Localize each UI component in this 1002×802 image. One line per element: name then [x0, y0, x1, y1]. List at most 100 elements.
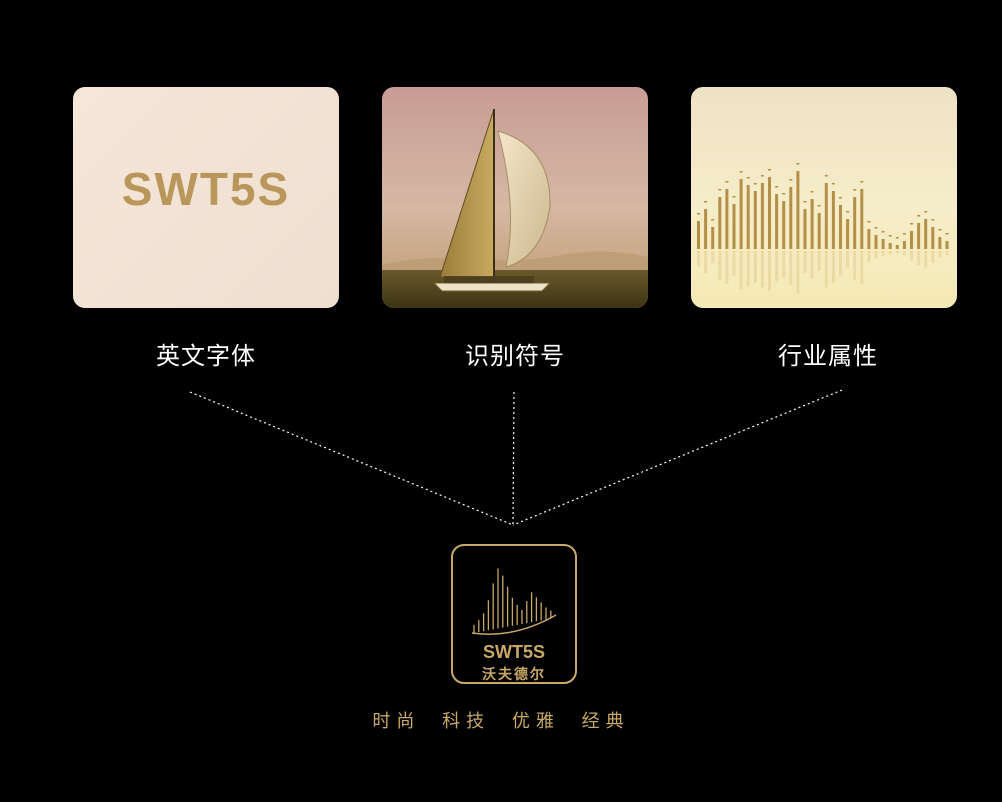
industry-card — [691, 87, 957, 308]
eq-reflection — [895, 251, 899, 254]
eq-peak — [924, 211, 928, 213]
eq-bar — [753, 191, 757, 249]
eq-peak — [704, 201, 708, 203]
swt5s-wordmark: SWT5S — [122, 163, 290, 215]
equalizer-graphic — [697, 163, 949, 294]
tagline-word: 科技 — [442, 711, 491, 732]
tagline-word: 优雅 — [511, 711, 560, 732]
logo-chinese-name: 沃夫德尔 — [482, 666, 546, 683]
eq-bar — [846, 219, 850, 249]
eq-peak — [931, 219, 935, 221]
eq-reflection — [910, 251, 913, 261]
eq-peak — [831, 183, 835, 185]
eq-reflection — [924, 251, 928, 268]
eq-reflection — [739, 251, 743, 290]
english-font-card: SWT5S — [73, 87, 339, 308]
eq-bar — [839, 205, 842, 249]
eq-peak — [768, 169, 771, 171]
eq-bar — [746, 185, 750, 249]
eq-reflection — [711, 251, 715, 264]
tagline-word: 时尚 — [372, 711, 421, 732]
tagline-word: 经典 — [581, 711, 630, 732]
logo-wordmark: SWT5S — [483, 642, 545, 662]
eq-reflection — [917, 251, 921, 266]
eq-peak — [902, 233, 906, 235]
eq-reflection — [888, 251, 892, 255]
eq-peak — [775, 186, 779, 188]
eq-reflection — [860, 251, 864, 284]
eq-bar — [768, 177, 771, 249]
eq-bar — [810, 199, 814, 249]
eq-peak — [910, 223, 913, 225]
eq-reflection — [831, 251, 835, 283]
eq-reflection — [938, 251, 942, 258]
eq-peak — [760, 175, 764, 177]
eq-peak — [881, 231, 885, 233]
eq-bar — [938, 237, 942, 249]
eq-reflection — [867, 251, 871, 262]
caption-industry: 行业属性 — [778, 342, 878, 370]
eq-bar — [867, 229, 871, 249]
eq-bar — [704, 209, 708, 249]
eq-reflection — [760, 251, 764, 288]
eq-reflection — [789, 251, 793, 286]
eq-reflection — [810, 251, 814, 279]
eq-bar — [895, 245, 899, 249]
eq-peak — [697, 213, 700, 215]
tagline: 时尚 科技 优雅 经典 — [0, 707, 1002, 733]
eq-bar — [824, 183, 828, 249]
eq-bar — [902, 241, 906, 249]
caption-english-font: 英文字体 — [156, 342, 256, 370]
eq-bar — [732, 204, 736, 249]
eq-peak — [718, 189, 722, 191]
eq-bar — [860, 189, 864, 249]
eq-peak — [917, 215, 921, 217]
eq-peak — [803, 201, 807, 203]
eq-peak — [867, 221, 871, 223]
brand-logo: SWT5S 沃夫德尔 — [450, 543, 578, 685]
eq-reflection — [796, 251, 800, 294]
eq-peak — [711, 219, 715, 221]
eq-bar — [817, 213, 821, 249]
eq-bar — [725, 189, 729, 249]
eq-peak — [739, 171, 743, 173]
eq-bar — [917, 223, 921, 249]
eq-reflection — [775, 251, 779, 282]
eq-bar — [945, 241, 949, 249]
eq-peak — [725, 181, 729, 183]
eq-peak — [732, 196, 736, 198]
eq-peak — [746, 177, 750, 179]
eq-reflection — [945, 251, 949, 256]
eq-reflection — [853, 251, 857, 280]
eq-bar — [760, 183, 764, 249]
eq-peak — [945, 233, 949, 235]
caption-symbol: 识别符号 — [465, 342, 565, 370]
eq-reflection — [732, 251, 736, 276]
eq-peak — [860, 181, 864, 183]
eq-reflection — [782, 251, 786, 278]
eq-bar — [718, 197, 722, 249]
eq-reflection — [718, 251, 722, 280]
eq-bar — [739, 179, 743, 249]
eq-bar — [796, 171, 800, 249]
eq-reflection — [839, 251, 842, 276]
wordmark-text: SWT5S — [122, 163, 290, 215]
eq-reflection — [902, 251, 906, 256]
eq-peak — [846, 211, 850, 213]
eq-peak — [839, 197, 842, 199]
eq-bar — [931, 227, 935, 249]
eq-reflection — [817, 251, 821, 271]
eq-peak — [796, 163, 800, 165]
eq-reflection — [824, 251, 828, 288]
eq-bar — [789, 187, 793, 249]
sailboat-card — [382, 87, 648, 308]
eq-reflection — [746, 251, 750, 287]
eq-peak — [888, 235, 892, 237]
eq-bar — [803, 209, 807, 249]
eq-reflection — [768, 251, 771, 291]
eq-bar — [874, 235, 878, 249]
eq-bar — [697, 221, 700, 249]
eq-peak — [810, 191, 814, 193]
eq-peak — [782, 193, 786, 195]
eq-reflection — [846, 251, 850, 268]
